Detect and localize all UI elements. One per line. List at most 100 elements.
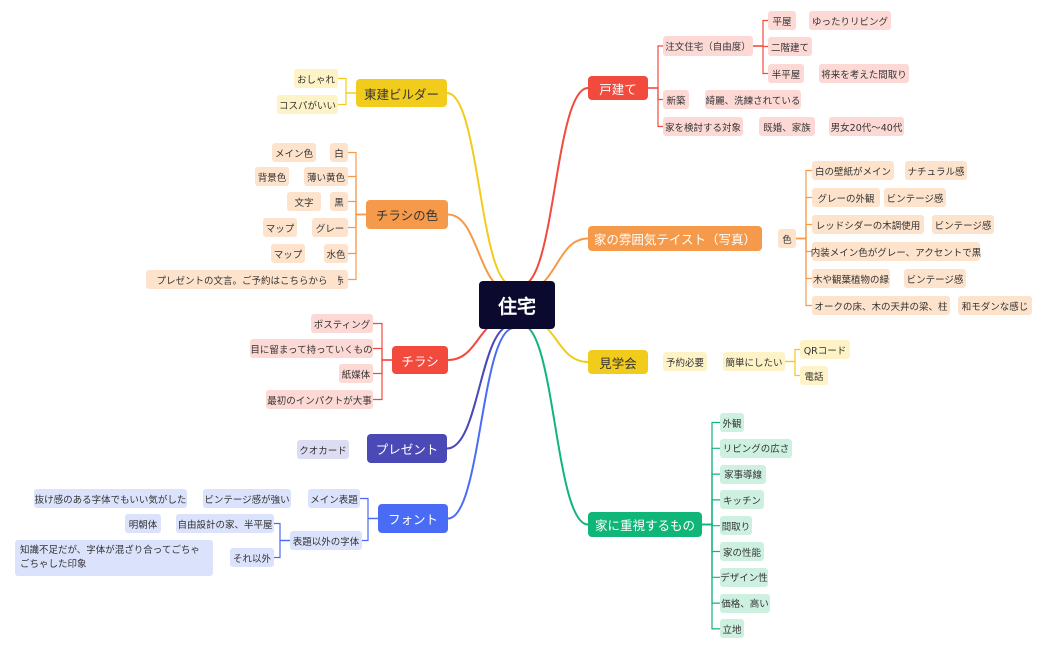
node-font-sore[interactable]: それ以外 [230, 548, 274, 567]
branch-chirashi[interactable]: チラシ [392, 346, 448, 374]
link-root-kodate [521, 87, 589, 286]
node-juushi-item-5[interactable]: 家の性能 [720, 542, 764, 561]
node-font-nuke[interactable]: 抜け感のある字体でもいい気がした [34, 489, 187, 508]
node-fun-item-4[interactable]: 木や観葉植物の緑 [812, 269, 890, 288]
link-chirashi-color-1 [348, 175, 366, 216]
node-font-other-title[interactable]: 表題以外の字体 [290, 531, 362, 550]
node-chirashi-item-1[interactable]: 目に留まって持っていくもの [250, 339, 373, 358]
node-chirashi-color-0[interactable]: 白 [330, 143, 348, 162]
node-juushi-item-0[interactable]: 外観 [720, 413, 744, 432]
branch-fun[interactable]: 家の雰囲気テイスト（写真） [588, 226, 762, 251]
node-font-jiyu[interactable]: 自由設計の家、半平屋 [176, 514, 274, 533]
link-kodate-1 [648, 87, 663, 101]
node-font-main-title[interactable]: メイン表題 [308, 489, 360, 508]
link-iro-item-3 [796, 237, 812, 253]
node-chirashi-use-3[interactable]: マップ [263, 218, 297, 237]
link-kantan-denwa [785, 360, 800, 377]
node-font-vintage[interactable]: ビンテージ感が強い [203, 489, 291, 508]
node-kantan[interactable]: 簡単にしたい [723, 352, 785, 371]
node-fun-item-3[interactable]: 内装メイン色がグレー、アクセントで黒 [811, 242, 981, 261]
link-iro-item-2 [796, 223, 812, 240]
link-juushi-item-3 [702, 499, 720, 526]
node-juushi-item-4[interactable]: 間取り [720, 516, 752, 536]
branch-kengaku[interactable]: 見学会 [588, 350, 648, 374]
node-iro[interactable]: 色 [778, 229, 796, 248]
link-other-jiyu [274, 522, 290, 542]
link-root-present [446, 324, 513, 450]
node-present-item[interactable]: クオカード [297, 440, 349, 459]
node-fun-child-5[interactable]: 和モダンな感じ [958, 296, 1032, 315]
branch-juushi[interactable]: 家に重視するもの [588, 512, 702, 537]
node-chirashi-color-4[interactable]: 水色 [324, 244, 348, 263]
node-chumon[interactable]: 注文住宅（自由度） [663, 36, 753, 56]
node-fun-child-2[interactable]: ビンテージ感 [932, 215, 994, 234]
node-fun-item-5[interactable]: オークの床、木の天井の梁、柱 [812, 296, 950, 315]
node-denwa[interactable]: 電話 [800, 366, 828, 385]
link-root-font [447, 327, 515, 520]
node-chirashi-item-3[interactable]: 最初のインパクトが大事 [266, 390, 373, 409]
node-builder-0[interactable]: おしゃれ [294, 69, 338, 88]
node-juushi-item-3[interactable]: キッチン [720, 490, 764, 510]
node-chirashi-use-5[interactable]: プレゼントの文言。ご予約はこちらから [146, 270, 338, 289]
branch-present[interactable]: プレゼント [367, 434, 447, 463]
node-shinchiku[interactable]: 新築 [663, 90, 689, 109]
node-hiraya[interactable]: 平屋 [768, 11, 796, 30]
node-chirashi-color-3[interactable]: グレー [312, 218, 348, 237]
node-chirashi-use-0[interactable]: メイン色 [272, 143, 316, 162]
node-fun-child-1[interactable]: ビンテージ感 [884, 188, 946, 207]
link-juushi-item-5 [702, 523, 720, 553]
node-chirashi-use-4[interactable]: マップ [271, 244, 305, 263]
node-fun-item-2[interactable]: レッドシダーの木調使用 [812, 215, 924, 234]
node-font-chishiki[interactable]: 知識不足だが、字体が混ざり合ってごちゃごちゃした印象 [15, 540, 213, 576]
node-chirashi-use-2[interactable]: 文字 [287, 192, 321, 211]
node-chirashi-color-1[interactable]: 薄い黄色 [304, 167, 348, 186]
node-hanhiraya[interactable]: 半平屋 [768, 64, 804, 83]
node-chirashi-item-0[interactable]: ポスティング [311, 314, 373, 333]
node-kirei[interactable]: 綺麗、洗練されている [705, 90, 801, 109]
link-root-juushi [521, 324, 589, 526]
node-kikon[interactable]: 既婚、家族 [759, 117, 815, 136]
link-iro-item-0 [796, 169, 812, 240]
node-juushi-item-8[interactable]: 立地 [720, 619, 744, 639]
node-qr[interactable]: QRコード [800, 340, 850, 359]
branch-kodate[interactable]: 戸建て [588, 76, 648, 100]
node-fun-child-0[interactable]: ナチュラル感 [905, 161, 967, 180]
link-chumon-2 [753, 45, 768, 75]
node-juushi-item-1[interactable]: リビングの広さ [720, 438, 792, 458]
node-nikai[interactable]: 二階建て [768, 37, 812, 56]
link-kantan-qr [785, 348, 800, 363]
link-kodate-0 [648, 45, 663, 89]
node-fun-item-1[interactable]: グレーの外観 [812, 188, 880, 207]
link-root-builder [446, 92, 513, 286]
node-yoyaku[interactable]: 予約必要 [663, 352, 707, 371]
link-juushi-item-1 [702, 447, 720, 526]
node-chirashi-color-2[interactable]: 黒 [330, 192, 348, 211]
link-chirashi-color-4 [348, 213, 366, 255]
branch-builder[interactable]: 東建ビルダー [356, 79, 447, 107]
node-yuttari[interactable]: ゆったりリビング [809, 11, 891, 30]
link-chirashi-item-3 [373, 359, 392, 401]
node-shorai[interactable]: 将来を考えた間取り [819, 64, 909, 83]
link-root-chirashi-iro [447, 213, 510, 291]
link-other-sore [274, 539, 290, 559]
node-builder-1[interactable]: コスパがいい [277, 95, 338, 114]
node-danjo[interactable]: 男女20代〜40代 [829, 117, 904, 136]
node-taisho[interactable]: 家を検討する対象 [663, 117, 743, 136]
root-node[interactable]: 住宅 [479, 281, 555, 329]
node-juushi-item-7[interactable]: 価格、高い [720, 593, 770, 613]
node-juushi-item-2[interactable]: 家事導線 [720, 464, 766, 484]
link-chirashi-color-2 [348, 200, 366, 216]
branch-chirashi-iro[interactable]: チラシの色 [366, 200, 448, 229]
link-builder-1 [338, 92, 356, 106]
node-juushi-item-6[interactable]: デザイン性 [720, 567, 768, 587]
node-chirashi-use-1[interactable]: 背景色 [255, 167, 289, 186]
link-chirashi-color-5 [348, 213, 366, 281]
node-font-mincho[interactable]: 明朝体 [125, 514, 161, 533]
node-fun-child-4[interactable]: ビンテージ感 [904, 269, 966, 288]
link-font-other [362, 517, 378, 542]
link-chirashi-color-3 [348, 213, 366, 229]
node-chirashi-item-2[interactable]: 紙媒体 [339, 364, 373, 383]
node-fun-item-0[interactable]: 白の壁紙がメイン [812, 161, 894, 180]
branch-font[interactable]: フォント [378, 504, 448, 533]
